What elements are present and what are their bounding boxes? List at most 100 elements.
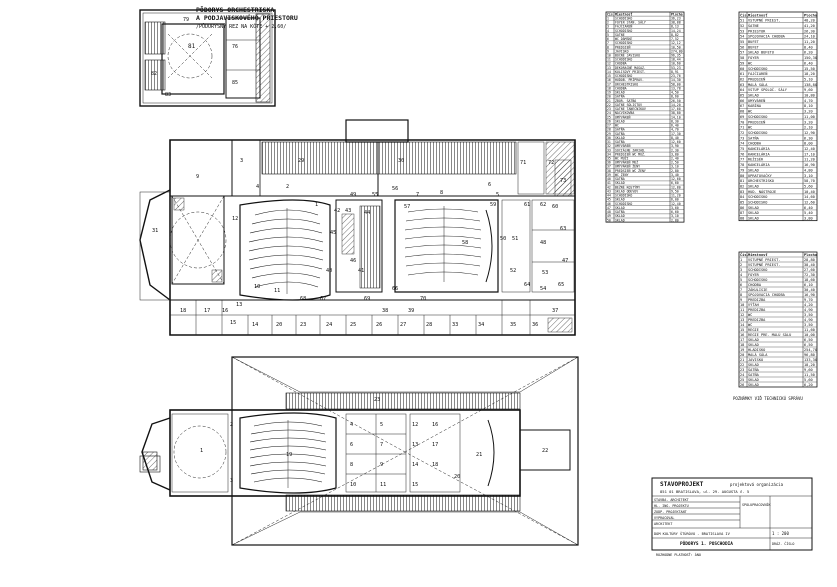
svg-text:40: 40 bbox=[326, 268, 332, 274]
title-line-3: /PÔDORYSNÝ REZ NA KÓTE + 2,60/ bbox=[196, 23, 286, 30]
legend-room-name: VSTUP SPOLOČ. SÁLY bbox=[748, 87, 788, 92]
legend-room-area: 96,35 bbox=[671, 53, 681, 57]
legend-room-name: SKLAD bbox=[615, 181, 625, 185]
legend-room-area: 26,50 bbox=[671, 99, 681, 103]
legend-room-number: 11 bbox=[740, 308, 744, 312]
legend-room-number: 17 bbox=[607, 82, 611, 86]
legend-room-area: 6,10 bbox=[804, 283, 813, 287]
legend-room-number: 52 bbox=[740, 24, 744, 28]
svg-text:7: 7 bbox=[416, 192, 419, 198]
svg-text:69: 69 bbox=[364, 296, 370, 302]
legend-room-number: 66 bbox=[740, 99, 744, 103]
legend-room-name: HUDOB. PRÍPRAV. bbox=[615, 77, 644, 82]
svg-text:27: 27 bbox=[400, 322, 406, 328]
legend-room-name: ŠATŇA bbox=[615, 139, 625, 144]
legend-room-area: 14,20 bbox=[671, 103, 681, 107]
svg-text:21: 21 bbox=[476, 452, 482, 458]
svg-text:10: 10 bbox=[350, 482, 356, 488]
svg-text:70: 70 bbox=[420, 296, 426, 302]
legend-room-name: ŠATŇA bbox=[615, 131, 625, 136]
legend-room-name: ŠATŇA bbox=[748, 372, 760, 377]
legend-room-name: PREDSIEŇ bbox=[748, 119, 765, 124]
legend-room-name: SKLAD bbox=[615, 198, 625, 202]
legend-room-number: 14 bbox=[740, 323, 744, 327]
role-6: SPOLUPRACOVNÍK bbox=[742, 502, 772, 507]
legend-room-name: SCHODISKO bbox=[615, 202, 632, 206]
legend-header-cell: Plocha bbox=[804, 253, 817, 257]
legend-room-number: 87 bbox=[740, 211, 744, 215]
legend-room-number: 56 bbox=[740, 45, 744, 49]
svg-text:76: 76 bbox=[232, 44, 238, 50]
legend-room-area: 4,80 bbox=[804, 168, 813, 172]
legend-room-area: 16,90 bbox=[804, 163, 815, 167]
legend-room-number: 1 bbox=[740, 258, 742, 262]
title-block-footer: ROZHODNE PLATNOSŤ: ÁNO bbox=[656, 552, 701, 557]
legend-room-area: 8,40 bbox=[671, 136, 679, 140]
svg-text:5: 5 bbox=[380, 422, 383, 428]
svg-text:1: 1 bbox=[200, 448, 203, 454]
legend-room-area: 17,10 bbox=[804, 152, 815, 156]
svg-text:11: 11 bbox=[380, 482, 386, 488]
legend-room-area: 10,60 bbox=[671, 62, 681, 66]
legend-room-name: SCHODISKO bbox=[615, 41, 632, 45]
svg-text:47: 47 bbox=[562, 258, 568, 264]
legend-room-number: 45 bbox=[607, 198, 611, 202]
legend-room-number: 75 bbox=[740, 147, 744, 151]
legend-room-number: 37 bbox=[607, 165, 611, 169]
legend-room-number: 40 bbox=[607, 177, 611, 181]
svg-text:49: 49 bbox=[350, 192, 356, 198]
legend-room-number: 22 bbox=[740, 363, 744, 367]
legend-room-area: 12,12 bbox=[671, 41, 681, 45]
legend-room-area: 4,90 bbox=[804, 308, 813, 312]
legend-room-number: 44 bbox=[607, 194, 611, 198]
legend-room-name: SCHODISKO bbox=[748, 67, 767, 71]
legend-room-name: CHODBA bbox=[748, 283, 762, 287]
legend-room-name: ŠATNE bbox=[615, 32, 625, 37]
svg-text:15: 15 bbox=[230, 320, 236, 326]
svg-text:16: 16 bbox=[222, 308, 228, 314]
legend-room-area: 28,80 bbox=[804, 258, 815, 262]
legend-room-area: 133,30 bbox=[804, 358, 817, 362]
svg-text:16: 16 bbox=[432, 422, 438, 428]
legend-room-area: 8,91 bbox=[671, 70, 679, 74]
svg-text:64: 64 bbox=[524, 282, 530, 288]
role-5: ARCHITEKT bbox=[654, 522, 672, 526]
svg-text:23: 23 bbox=[374, 397, 380, 403]
legend-room-name: JAVISKO bbox=[748, 358, 763, 362]
legend-room-number: 4 bbox=[607, 29, 609, 33]
legend-room-number: 15 bbox=[740, 328, 744, 332]
svg-text:55: 55 bbox=[372, 192, 378, 198]
tables-note: POZNÁMKY VIĎ TECHNICKÚ SPRÁVU bbox=[733, 396, 803, 401]
legend-room-number: 29 bbox=[607, 132, 611, 136]
svg-text:14: 14 bbox=[252, 322, 258, 328]
legend-room-name: PRIESTOR bbox=[748, 29, 766, 33]
svg-text:25: 25 bbox=[350, 322, 356, 328]
legend-room-area: 36,23 bbox=[671, 16, 681, 20]
svg-text:7: 7 bbox=[380, 442, 383, 448]
legend-room-number: 18 bbox=[740, 343, 744, 347]
legend-room-area: 9,60 bbox=[804, 368, 813, 372]
legend-room-area: 96,80 bbox=[804, 353, 815, 357]
legend-room-name: SKLAD bbox=[748, 94, 759, 98]
legend-room-name: WC DÁMSKE bbox=[615, 36, 632, 41]
role-2: HL. ING. PROJEKTU bbox=[654, 504, 689, 508]
legend-room-area: 9,50 bbox=[671, 189, 679, 193]
legend-room-name: ŠATNE TANEČNÍKOV bbox=[615, 106, 646, 111]
legend-room-area: 38,80 bbox=[671, 111, 681, 115]
legend-room-area: 10,80 bbox=[804, 94, 815, 98]
legend-room-name: NÁCVIKOVŇA bbox=[615, 110, 634, 115]
svg-text:68: 68 bbox=[300, 296, 306, 302]
legend-room-number: 18 bbox=[607, 86, 611, 90]
svg-text:61: 61 bbox=[524, 202, 530, 208]
svg-text:8: 8 bbox=[350, 462, 353, 468]
svg-text:4: 4 bbox=[256, 184, 259, 190]
legend-room-number: 15 bbox=[607, 74, 611, 78]
legend-room-number: 33 bbox=[607, 148, 611, 152]
svg-text:51: 51 bbox=[512, 236, 518, 242]
bottom-room-dividers bbox=[195, 300, 531, 335]
legend-room-name: WC ŽENY bbox=[615, 172, 629, 177]
legend-room-area: 11,00 bbox=[804, 115, 815, 119]
svg-text:12: 12 bbox=[232, 216, 238, 222]
legend-room-number: 16 bbox=[740, 333, 744, 337]
